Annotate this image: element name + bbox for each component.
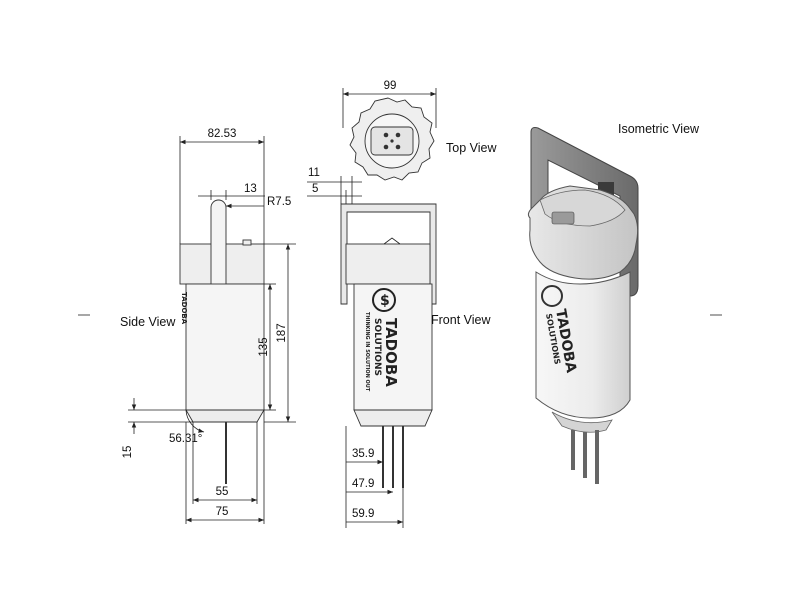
- isometric-view: TADOBA SOLUTIONS: [527, 127, 639, 484]
- side-view: TADOBA: [179, 199, 265, 484]
- iso-body: [535, 271, 631, 419]
- front-logo: $ TADOBA SOLUTIONS THINKING IN SOLUTION …: [364, 288, 400, 392]
- dim-75: 75: [216, 506, 229, 518]
- dim-99: 99: [384, 80, 397, 92]
- side-body: [185, 283, 265, 411]
- dim-187: 187: [276, 323, 288, 342]
- dim-47-9: 47.9: [352, 478, 374, 490]
- front-cap: [345, 243, 431, 285]
- front-handle-frame: [340, 203, 437, 305]
- front-cap-notch: [383, 237, 401, 245]
- iso-connector: [551, 211, 575, 225]
- front-bottom-taper: [353, 409, 433, 427]
- side-cap-nub: [242, 239, 252, 246]
- logo-sub: SOLUTIONS: [372, 318, 382, 376]
- pin-dot: [383, 144, 389, 150]
- dim-59-9: 59.9: [352, 508, 374, 520]
- iso-handle: [530, 127, 639, 297]
- dim-13: 13: [244, 183, 257, 195]
- side-view-label: Side View: [120, 315, 176, 329]
- isometric-view-label: Isometric View: [618, 122, 700, 136]
- side-logo-text: TADOBA: [180, 292, 188, 325]
- dim-r7-5: R7.5: [267, 196, 291, 208]
- pin-dot: [383, 132, 389, 138]
- side-dimensions: 82.53 13 R7.5 187 135 15 56.31° 55: [122, 128, 296, 524]
- svg-text:$: $: [380, 293, 390, 309]
- dim-82-53: 82.53: [208, 128, 237, 140]
- logo-tagline: THINKING IN SOLUTION OUT: [364, 312, 370, 392]
- pin-dot: [390, 139, 394, 143]
- top-dimensions: 99: [342, 80, 437, 128]
- top-view: [349, 97, 435, 181]
- top-view-label: Top View: [446, 141, 497, 155]
- logo-brand: TADOBA: [382, 318, 400, 387]
- dim-11: 11: [308, 167, 320, 179]
- front-view-label: Front View: [431, 313, 491, 327]
- side-bottom-taper: [185, 409, 265, 423]
- dim-55: 55: [216, 486, 229, 498]
- dim-5: 5: [312, 183, 318, 195]
- iso-bottom: [551, 411, 613, 433]
- dim-35-9: 35.9: [352, 448, 374, 460]
- pin-dot: [395, 132, 401, 138]
- pin-dot: [395, 144, 401, 150]
- dim-15: 15: [122, 446, 134, 459]
- front-view: $ TADOBA SOLUTIONS THINKING IN SOLUTION …: [340, 203, 437, 488]
- front-dimensions: 11 5 35.9 47.9 59.9: [307, 167, 404, 528]
- dim-135: 135: [258, 337, 270, 356]
